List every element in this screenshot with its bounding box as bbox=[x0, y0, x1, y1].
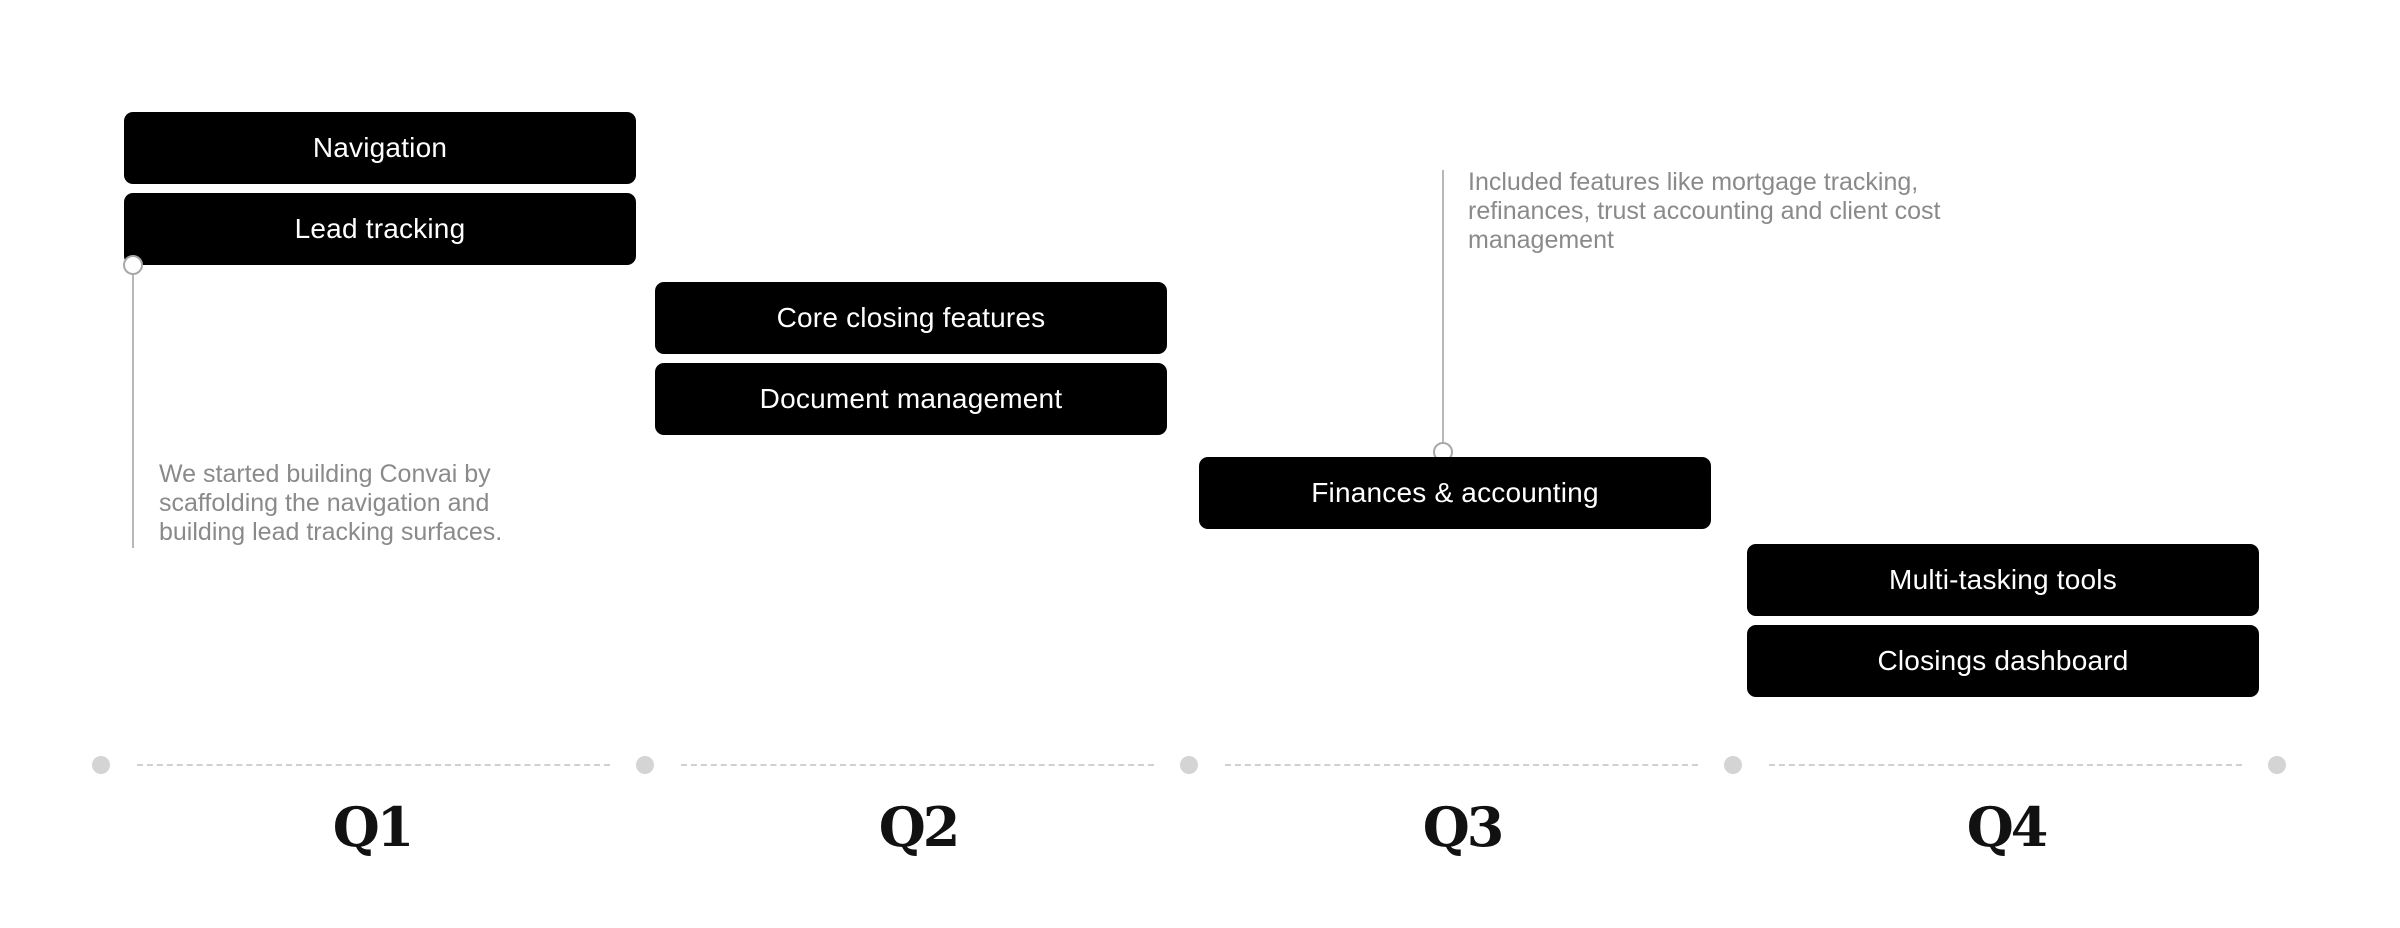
timeline-segment bbox=[681, 764, 1154, 766]
feature-label: Finances & accounting bbox=[1311, 477, 1599, 508]
timeline-dot bbox=[1724, 756, 1742, 774]
quarter-label-q2: Q2 bbox=[878, 795, 961, 859]
feature-bar-navigation: Navigation bbox=[124, 112, 636, 184]
q3-note: Included features like mortgage tracking… bbox=[1468, 168, 1941, 254]
q3-note-connector bbox=[1442, 170, 1444, 444]
timeline-segment bbox=[1225, 764, 1698, 766]
timeline-segment bbox=[137, 764, 610, 766]
feature-label: Core closing features bbox=[776, 302, 1046, 333]
feature-bar-core-closing: Core closing features bbox=[655, 282, 1167, 354]
q1-note-connector bbox=[132, 274, 134, 548]
timeline-segment bbox=[1769, 764, 2242, 766]
timeline-dot bbox=[636, 756, 654, 774]
timeline-dot bbox=[1180, 756, 1198, 774]
feature-label: Navigation bbox=[312, 132, 448, 163]
q1-note: We started building Convai by scaffoldin… bbox=[159, 460, 503, 546]
quarter-label-q4: Q4 bbox=[1966, 795, 2049, 859]
quarter-label-q1: Q1 bbox=[332, 795, 415, 859]
feature-label: Document management bbox=[759, 383, 1063, 414]
feature-bar-document-management: Document management bbox=[655, 363, 1167, 435]
feature-bar-closings-dashboard: Closings dashboard bbox=[1747, 625, 2259, 697]
q1-note-pin bbox=[123, 255, 143, 275]
feature-label: Lead tracking bbox=[294, 213, 466, 244]
feature-bar-finances: Finances & accounting bbox=[1199, 457, 1711, 529]
quarter-label-q3: Q3 bbox=[1422, 795, 1505, 859]
timeline-dot bbox=[2268, 756, 2286, 774]
feature-bar-lead-tracking: Lead tracking bbox=[124, 193, 636, 265]
feature-bar-multi-tasking: Multi-tasking tools bbox=[1747, 544, 2259, 616]
feature-label: Closings dashboard bbox=[1877, 645, 2129, 676]
timeline-dot bbox=[92, 756, 110, 774]
feature-label: Multi-tasking tools bbox=[1889, 564, 2117, 595]
